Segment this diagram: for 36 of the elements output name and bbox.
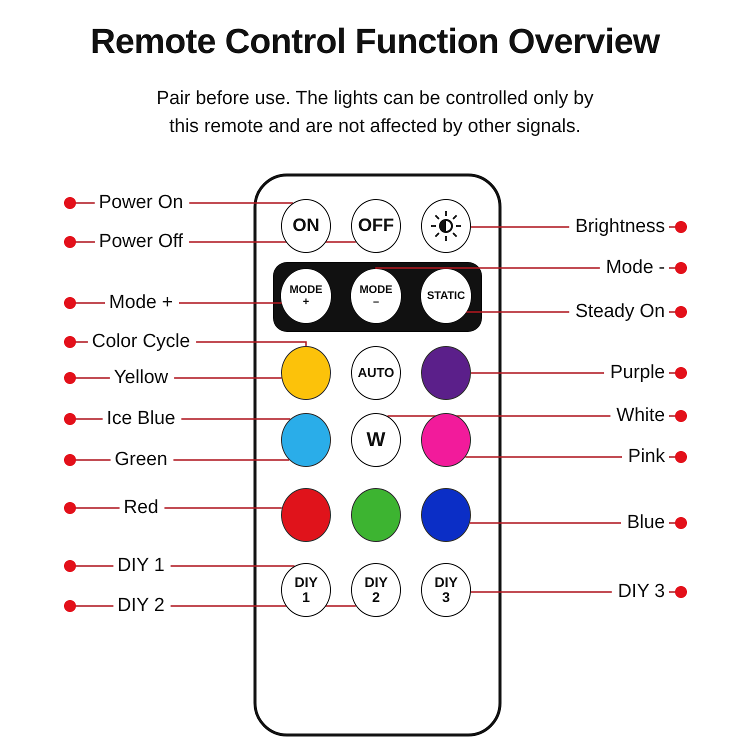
- leader-line: [164, 507, 282, 509]
- callout-label: White: [616, 405, 665, 427]
- callout-label: Brightness: [575, 216, 665, 238]
- leader-line: [189, 202, 293, 204]
- callout-label: DIY 1: [117, 555, 165, 577]
- leader-line: [196, 341, 307, 346]
- title: Remote Control Function Overview: [89, 22, 662, 62]
- callout-label: Pink: [628, 446, 665, 468]
- callout-label: Mode -: [606, 257, 665, 279]
- leader-line: [375, 267, 600, 270]
- callout-label: Color Cycle: [92, 331, 190, 353]
- leader-line: [470, 522, 621, 524]
- subtitle-note: Pair before use. The lights can be controlled only by this remote and are not affected by other signals.: [156, 87, 594, 139]
- callout-label: DIY 3: [618, 581, 665, 603]
- leader-line: [178, 302, 282, 304]
- callout-label: Mode +: [109, 292, 173, 314]
- leader-line: [173, 459, 290, 461]
- leader-line: [170, 565, 295, 567]
- callout-label: Power Off: [98, 231, 184, 253]
- callout-label: Yellow: [114, 367, 168, 389]
- leader-line: [466, 311, 570, 313]
- callout-label: Red: [124, 497, 158, 519]
- callout-label: Purple: [610, 362, 665, 384]
- callout-label: Ice Blue: [106, 408, 176, 430]
- leader-line: [387, 415, 610, 417]
- callout-label: Green: [114, 449, 168, 471]
- leader-line: [465, 456, 622, 458]
- leader-line: [471, 372, 604, 374]
- callout-label: Steady On: [575, 301, 665, 323]
- callout-label: Blue: [626, 512, 665, 534]
- leader-line: [470, 591, 612, 593]
- leader-line: [470, 226, 570, 228]
- callout-label: Power On: [98, 192, 184, 214]
- leader-line: [174, 377, 282, 379]
- leader-line: [181, 418, 290, 420]
- callout-label: DIY 2: [117, 595, 165, 617]
